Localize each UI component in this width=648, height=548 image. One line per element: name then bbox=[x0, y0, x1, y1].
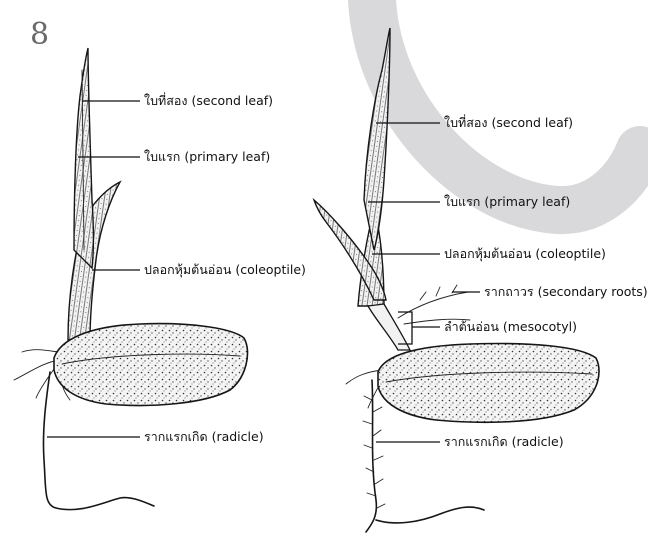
left-label-second-leaf: ใบที่สอง (second leaf) bbox=[144, 92, 273, 108]
corner-mark: 8 bbox=[30, 17, 49, 52]
right-label-mesocotyl: ลำต้นอ่อน (mesocotyl) bbox=[444, 319, 577, 334]
right-label-radicle: รากแรกเกิด (radicle) bbox=[444, 434, 564, 449]
left-label-coleoptile: ปลอกหุ้มต้นอ่อน (coleoptile) bbox=[144, 262, 306, 278]
right-label-primary-leaf: ใบแรก (primary leaf) bbox=[444, 194, 570, 209]
left-label-primary-leaf: ใบแรก (primary leaf) bbox=[144, 149, 270, 164]
right-label-coleoptile: ปลอกหุ้มต้นอ่อน (coleoptile) bbox=[444, 246, 606, 262]
left-label-radicle: รากแรกเกิด (radicle) bbox=[144, 429, 264, 444]
right-seedling-illustration bbox=[314, 28, 599, 532]
decorative-arc bbox=[372, 0, 640, 210]
right-label-secondary-roots: รากถาวร (secondary roots) bbox=[484, 284, 648, 299]
right-label-second-leaf: ใบที่สอง (second leaf) bbox=[444, 114, 573, 130]
